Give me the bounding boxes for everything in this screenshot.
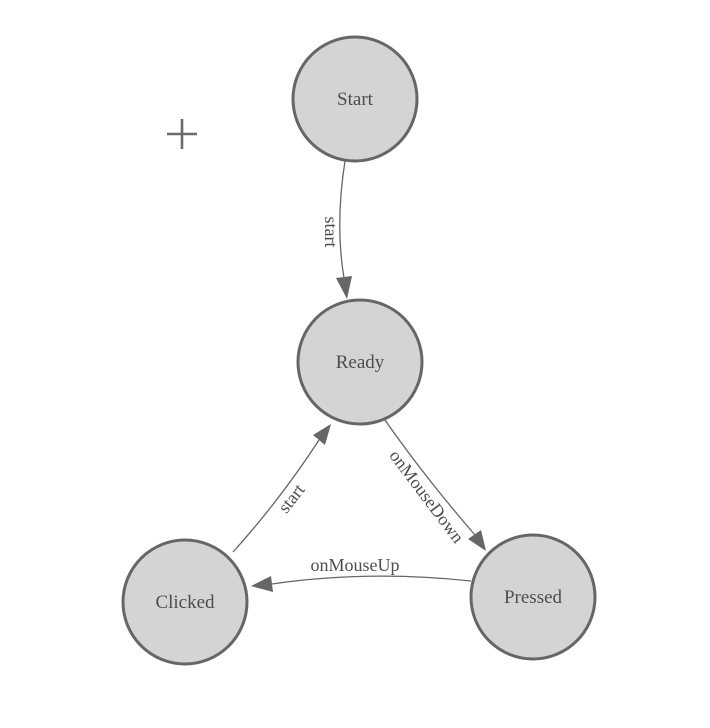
arrowhead-icon	[468, 530, 486, 551]
transition-pressed-to-clicked[interactable]: onMouseUp	[251, 555, 472, 592]
state-node-ready-label: Ready	[336, 352, 385, 373]
transition-start-to-ready[interactable]: start	[321, 160, 352, 299]
state-node-ready[interactable]: Ready	[296, 298, 424, 426]
arrowhead-icon	[336, 276, 352, 299]
transition-pressed-to-clicked-line[interactable]	[271, 575, 472, 585]
state-node-pressed-label: Pressed	[504, 587, 563, 608]
transition-start-to-ready-label: start	[321, 217, 341, 248]
state-node-pressed[interactable]: Pressed	[469, 533, 597, 661]
transition-clicked-to-ready-line[interactable]	[232, 439, 320, 553]
transition-ready-to-pressed-line[interactable]	[384, 419, 476, 536]
transition-start-to-ready-line[interactable]	[339, 160, 346, 279]
state-node-clicked-shape[interactable]	[121, 538, 249, 666]
arrowhead-icon	[251, 576, 273, 592]
transition-pressed-to-clicked-label: onMouseUp	[311, 555, 400, 575]
transition-clicked-to-ready[interactable]: start	[232, 424, 331, 553]
transition-ready-to-pressed[interactable]: onMouseDown	[384, 419, 486, 551]
state-node-start-label: Start	[337, 89, 374, 110]
arrowhead-icon	[313, 424, 331, 445]
state-node-clicked-label: Clicked	[155, 592, 215, 613]
transition-clicked-to-ready-label: start	[274, 480, 309, 517]
state-node-start[interactable]: Start	[291, 35, 419, 163]
state-node-start-shape[interactable]	[291, 35, 419, 163]
state-node-clicked[interactable]: Clicked	[121, 538, 249, 666]
crosshair-cursor-icon	[167, 119, 197, 149]
transition-ready-to-pressed-label: onMouseDown	[385, 446, 468, 547]
state-node-pressed-shape[interactable]	[469, 533, 597, 661]
state-node-ready-shape[interactable]	[296, 298, 424, 426]
